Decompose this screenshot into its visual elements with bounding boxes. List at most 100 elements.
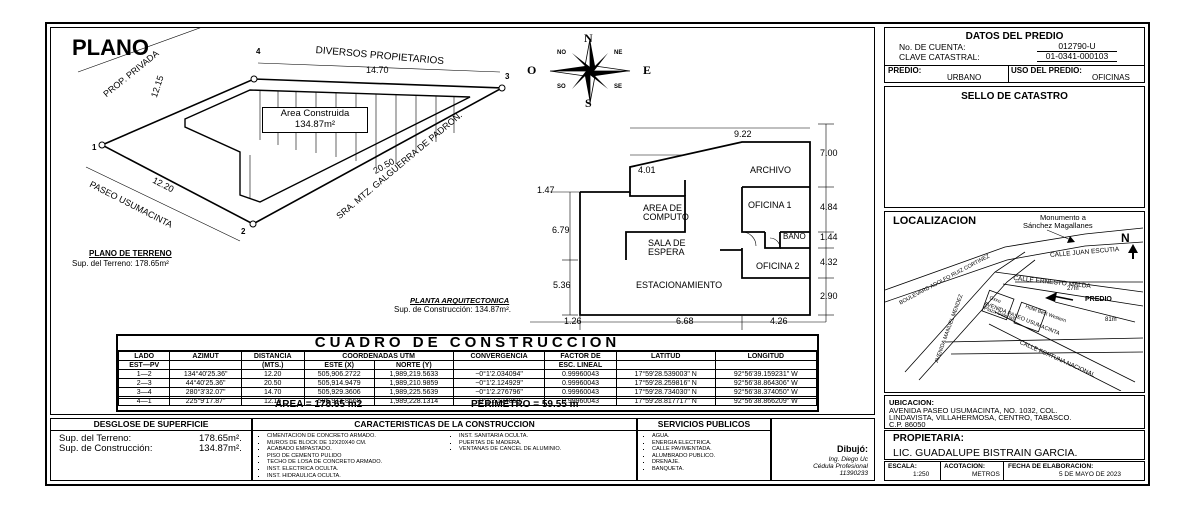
north-arrow-label: N — [1121, 231, 1130, 245]
room-sala-2: ESPERA — [648, 247, 685, 257]
col-factor: FACTOR DE — [544, 351, 617, 361]
propietaria-label: PROPIETARIA: — [893, 433, 964, 444]
room-archivo: ARCHIVO — [750, 165, 792, 175]
planta-caption: PLANTA ARQUITECTONICA — [410, 296, 510, 305]
acotacion-label: ACOTACION: — [944, 463, 986, 470]
list-item: INST. SANITARIA OCULTA. — [459, 433, 561, 440]
dim-1-44: 1.44 — [820, 232, 838, 242]
ubicacion-line1: AVENIDA PASEO USUMACINTA, NO. 1032, COL. — [889, 406, 1058, 415]
ubicacion-line2: LINDAVISTA, VILLAHERMOSA, CENTRO, TABASC… — [889, 413, 1072, 422]
list-item: PUERTAS DE MADERA. — [459, 440, 561, 447]
sello-box: SELLO DE CATASTRO — [884, 86, 1145, 208]
caracteristicas-box: CARACTERISTICAS DE LA CONSTRUCCION CIMEN… — [252, 418, 637, 481]
ubicacion-box: UBICACION: AVENIDA PASEO USUMACINTA, NO.… — [884, 395, 1145, 429]
predio-label: PREDIO: — [888, 66, 922, 75]
footer-box: ESCALA: 1:250 ACOTACION: METROS FECHA DE… — [884, 461, 1145, 481]
plano-panel — [50, 27, 875, 415]
dim-7-00: 7.00 — [820, 148, 838, 158]
vertex-1: 1 — [92, 143, 97, 152]
room-bano: BAÑO — [783, 232, 806, 241]
list-item: ACABADO EMPASTADO. — [267, 446, 382, 453]
perimetro-total: PERIMETRO = 59.55 m — [471, 399, 579, 410]
vertex-2: 2 — [241, 227, 246, 236]
fecha-label: FECHA DE ELABORACION: — [1008, 463, 1094, 470]
desglose-terreno-value: 178.65m². — [199, 433, 242, 444]
desglose-box: DESGLOSE DE SUPERFICIE Sup. del Terreno:… — [50, 418, 252, 481]
col-lado-sub: EST—PV — [117, 360, 171, 370]
dim-2-90: 2.90 — [820, 291, 838, 301]
sello-title: SELLO DE CATASTRO — [961, 91, 1068, 102]
list-item: INST. HIDRAULICA OCULTA. — [267, 473, 382, 480]
compass-no: NO — [557, 50, 566, 56]
outer-frame — [45, 22, 1150, 486]
room-area-computo-1: AREA DE — [643, 203, 683, 213]
compass-so: SO — [557, 84, 566, 90]
dim-4-01: 4.01 — [638, 165, 656, 175]
localizacion-title: LOCALIZACION — [893, 215, 977, 227]
list-item: VENTANAS DE CANCEL DE ALUMINIO. — [459, 446, 561, 453]
dibujo-box: Dibujó: Ing. Diego Uc Cédula Profesional… — [771, 418, 875, 481]
planta-drawing — [530, 123, 834, 330]
desglose-title: DESGLOSE DE SUPERFICIE — [51, 419, 251, 431]
predio-value: URBANO — [947, 73, 982, 82]
compass-n: N — [584, 31, 593, 45]
compass-s: S — [585, 96, 592, 110]
room-sala-1: SALA DE — [648, 238, 686, 248]
dibujo-numero: 11390233 — [839, 470, 868, 477]
fecha-value: 5 DE MAYO DE 2023 — [1059, 471, 1122, 478]
list-item: ALUMBRADO PUBLICO. — [652, 453, 715, 460]
desglose-terreno-label: Sup. del Terreno: — [59, 433, 132, 444]
room-estacionamiento: ESTACIONAMIENTO — [636, 280, 723, 290]
col-distancia: DISTANCIA — [240, 351, 305, 361]
cuadro-totals: AREA = 178.65 m2 PERIMETRO = 59.55 m — [118, 398, 817, 410]
servicios-title: SERVICIOS PUBLICOS — [638, 419, 770, 431]
list-item: TECHO DE LOSA DE CONCRETO ARMADO. — [267, 459, 382, 466]
list-item: CIMENTACION DE CONCRETO ARMADO. — [267, 433, 382, 440]
propietaria-box: PROPIETARIA: LIC. GUADALUPE BISTRAIN GAR… — [884, 430, 1145, 460]
room-oficina1: OFICINA 1 — [748, 200, 792, 210]
dim-bottom-1-26: 1.26 — [564, 316, 582, 326]
col-lado: LADO — [117, 351, 171, 361]
vertex-4: 4 — [256, 47, 261, 56]
cuenta-label: No. DE CUENTA: — [899, 42, 966, 52]
compass-e: E — [643, 63, 652, 77]
dist-81m: 81m — [1105, 317, 1117, 323]
desglose-construccion-value: 134.87m². — [199, 443, 242, 454]
servicios-list: AGUA. ENERGIA ELECTRICA. CALLE PAVIMENTA… — [644, 433, 715, 473]
cuenta-value: 012790-U — [1037, 42, 1117, 52]
list-item: BANQUETA. — [652, 466, 715, 473]
list-item: INST. ELECTRICA OCULTA. — [267, 466, 382, 473]
north-arrow-icon — [1128, 244, 1138, 253]
compass-ne: NE — [614, 50, 623, 56]
escala-value: 1:250 — [913, 471, 930, 478]
uso-label: USO DEL PREDIO: — [1011, 66, 1082, 75]
list-item: PISO DE CEMENTO PULIDO — [267, 453, 382, 460]
dim-5-36: 5.36 — [553, 280, 571, 290]
col-norte: NORTE (Y) — [373, 360, 454, 370]
list-item: CALLE PAVIMENTADA. — [652, 446, 715, 453]
list-item: MUROS DE BLOCK DE 12X20X40 CM. — [267, 440, 382, 447]
caracteristicas-col2: INST. SANITARIA OCULTA. PUERTAS DE MADER… — [451, 433, 561, 453]
servicios-box: SERVICIOS PUBLICOS AGUA. ENERGIA ELECTRI… — [637, 418, 771, 481]
propietaria-name: LIC. GUADALUPE BISTRAIN GARCIA. — [893, 447, 1078, 459]
area-construida-value: 134.87m² — [294, 119, 336, 130]
ubicacion-line3: C.P. 86050 — [889, 420, 926, 429]
dim-bottom-4-26: 4.26 — [770, 316, 788, 326]
compass-rose-icon — [549, 38, 631, 104]
terreno-drawing — [77, 27, 506, 242]
uso-value: OFICINAS — [1092, 73, 1130, 82]
dist-27m: 27m — [1067, 286, 1079, 292]
list-item: ENERGIA ELECTRICA. — [652, 440, 715, 447]
compass-o: O — [527, 63, 537, 77]
list-item: AGUA. — [652, 433, 715, 440]
col-coordenadas: COORDENADAS UTM — [303, 351, 454, 361]
ubicacion-label: UBICACION: — [889, 398, 934, 407]
col-azimut: AZIMUT — [169, 351, 242, 361]
dim-4-32: 4.32 — [820, 257, 838, 267]
dim-1-47: 1.47 — [537, 185, 555, 195]
dim-4-84: 4.84 — [820, 202, 838, 212]
col-distancia-sub: (MTS.) — [240, 360, 305, 370]
room-oficina2: OFICINA 2 — [756, 261, 800, 271]
col-longitud: LONGITUD — [714, 351, 818, 361]
